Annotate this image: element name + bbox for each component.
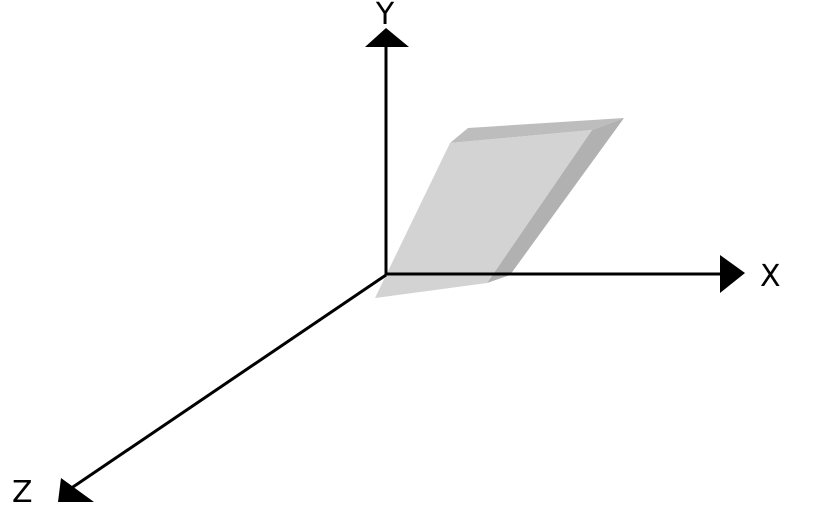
y-axis: Y: [365, 0, 409, 275]
plane-face: [375, 130, 592, 298]
x-axis-label: X: [760, 259, 781, 294]
x-axis: X: [386, 255, 781, 294]
y-axis-arrow: [365, 28, 409, 47]
plane-top-edge: [450, 118, 624, 143]
x-axis-arrow: [720, 255, 745, 293]
z-axis-line: [69, 273, 387, 491]
z-axis-arrow: [58, 478, 94, 502]
z-axis-label: Z: [12, 475, 33, 506]
plane-side-edge: [487, 118, 624, 283]
y-axis-label: Y: [375, 0, 395, 32]
inclined-plane: [375, 118, 624, 298]
z-axis: Z: [12, 273, 387, 506]
